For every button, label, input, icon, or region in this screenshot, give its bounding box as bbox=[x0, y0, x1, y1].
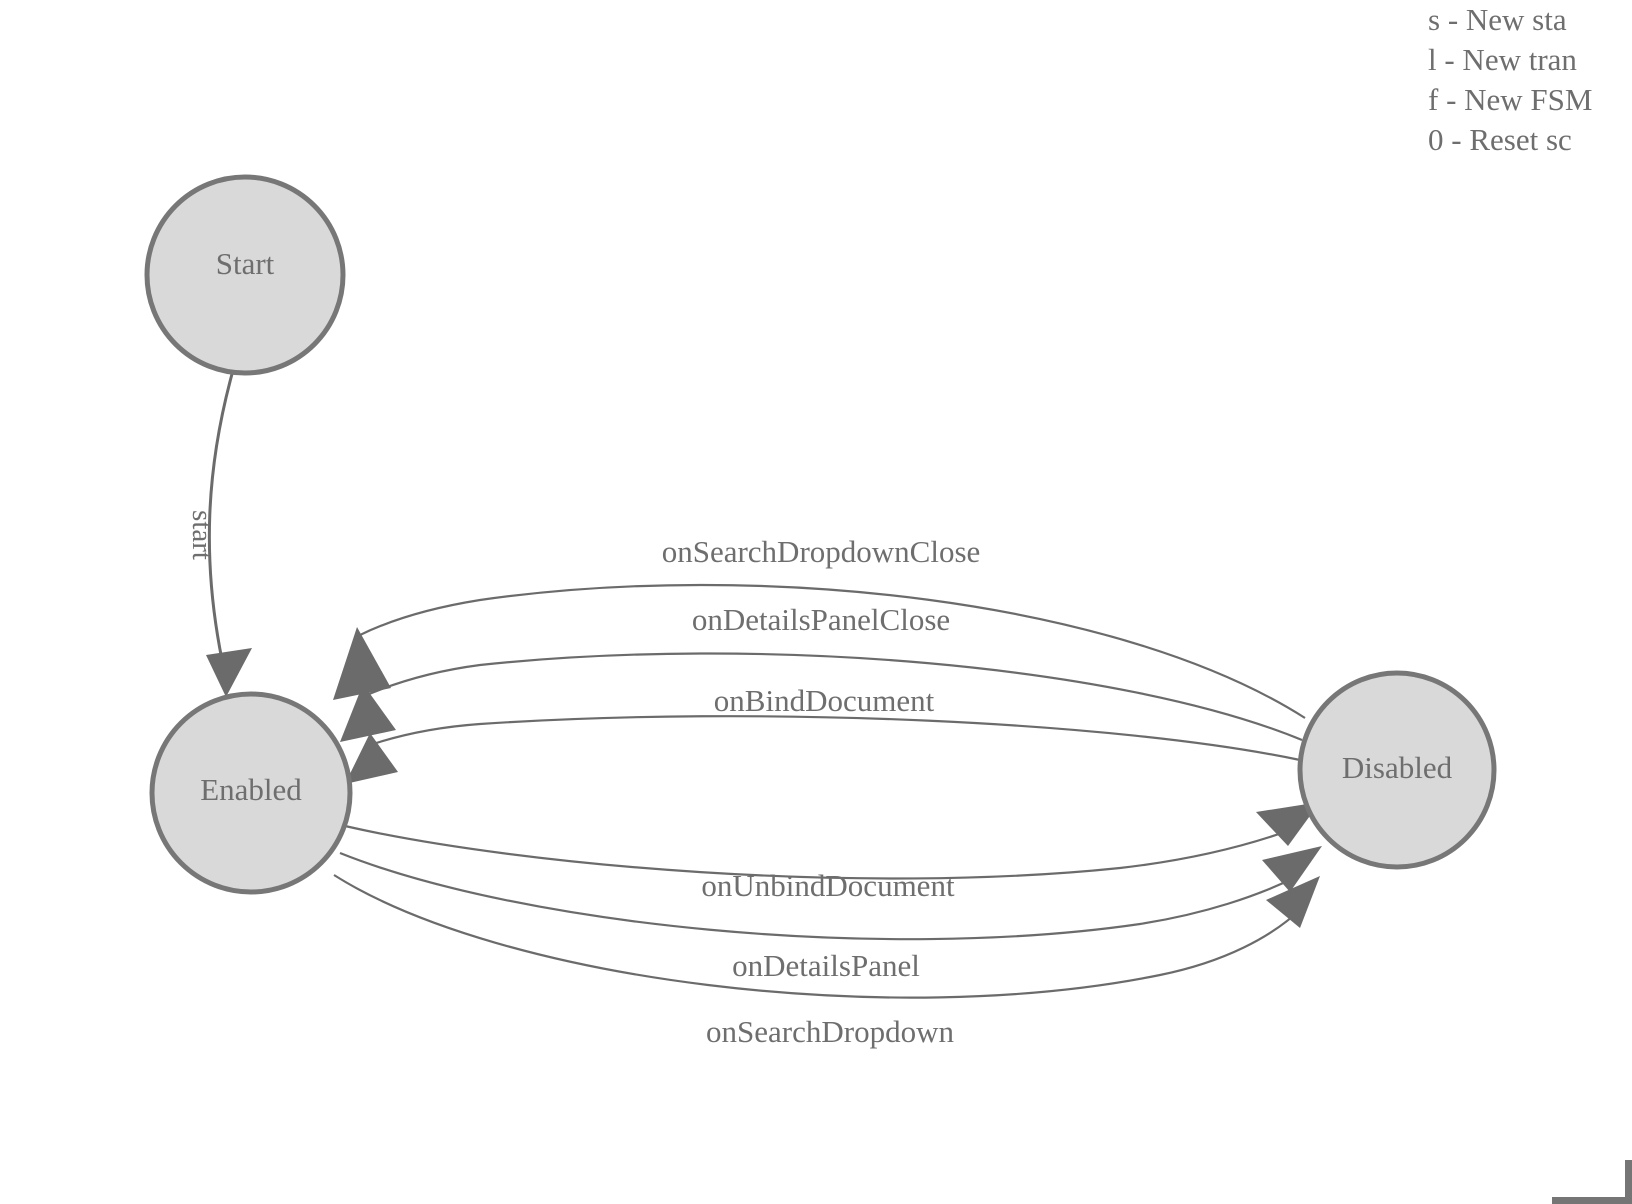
state-start-circle[interactable] bbox=[144, 174, 346, 376]
state-start-label: Start bbox=[216, 246, 275, 281]
transition-on-bind-document-label: onBindDocument bbox=[714, 683, 935, 718]
transition-on-search-dropdown-close-arrowhead bbox=[333, 627, 391, 700]
transition-on-search-dropdown-close-path bbox=[357, 583, 1306, 719]
state-node-start[interactable]: Start bbox=[144, 174, 346, 376]
transition-on-search-dropdown-close-label: onSearchDropdownClose bbox=[662, 534, 981, 569]
state-disabled-circle[interactable] bbox=[1297, 670, 1497, 870]
transition-on-details-panel-close-arrowhead bbox=[340, 684, 396, 742]
state-node-disabled[interactable]: Disabled bbox=[1297, 670, 1497, 870]
transition-on-details-panel-close-path bbox=[361, 652, 1303, 742]
transition-on-unbind-document-path bbox=[344, 824, 1297, 880]
transition-start-path bbox=[207, 373, 234, 661]
transition-start-arrowhead bbox=[206, 648, 252, 697]
transition-on-search-dropdown-label: onSearchDropdown bbox=[706, 1014, 954, 1049]
transition-on-details-panel-label: onDetailsPanel bbox=[732, 948, 920, 983]
transition-start[interactable]: start bbox=[186, 373, 252, 697]
transition-on-search-dropdown-arrowhead bbox=[1266, 876, 1320, 928]
transition-on-bind-document-path bbox=[369, 715, 1301, 762]
transition-on-details-panel-path bbox=[339, 851, 1299, 941]
transition-on-details-panel[interactable]: onDetailsPanel bbox=[339, 846, 1322, 983]
transition-on-unbind-document[interactable]: onUnbindDocument bbox=[344, 802, 1320, 903]
state-node-enabled[interactable]: Enabled bbox=[149, 691, 353, 895]
transition-on-unbind-document-arrowhead bbox=[1256, 802, 1320, 846]
transition-on-search-dropdown-path bbox=[333, 874, 1303, 999]
state-enabled-circle[interactable] bbox=[149, 691, 353, 895]
state-enabled-label: Enabled bbox=[200, 772, 302, 807]
state-disabled-label: Disabled bbox=[1342, 750, 1453, 785]
transition-start-label: start bbox=[186, 510, 218, 560]
transition-on-bind-document-arrowhead bbox=[345, 733, 398, 784]
transition-on-search-dropdown-close[interactable]: onSearchDropdownClose bbox=[333, 534, 1306, 719]
transition-on-details-panel-close-label: onDetailsPanelClose bbox=[692, 602, 950, 637]
transition-on-details-panel-arrowhead bbox=[1262, 846, 1322, 892]
transition-on-bind-document[interactable]: onBindDocument bbox=[345, 683, 1301, 784]
transition-on-details-panel-close[interactable]: onDetailsPanelClose bbox=[340, 602, 1303, 742]
transition-on-unbind-document-label: onUnbindDocument bbox=[701, 868, 955, 903]
transition-on-search-dropdown[interactable]: onSearchDropdown bbox=[333, 874, 1320, 1049]
